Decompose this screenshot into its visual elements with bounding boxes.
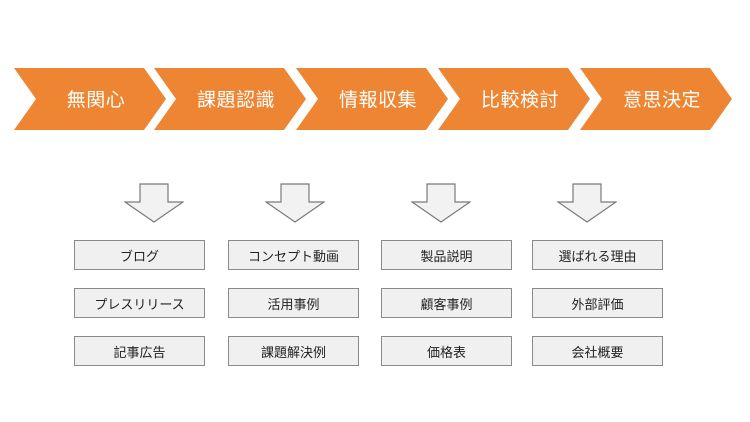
content-box-solution-examples: 課題解決例 — [228, 336, 359, 366]
content-box-reasons-chosen: 選ばれる理由 — [532, 240, 663, 270]
down-arrow-icon — [265, 183, 325, 223]
stage-chevron-1 — [14, 68, 166, 130]
stage-chevron-3 — [296, 68, 448, 130]
content-box-use-cases: 活用事例 — [228, 288, 359, 318]
stage-chevron-5 — [580, 68, 732, 130]
stage-label-1: 無関心 — [66, 88, 126, 111]
content-box-price-list: 価格表 — [381, 336, 512, 366]
content-box-article-ad: 記事広告 — [74, 336, 205, 366]
down-arrow-icon — [411, 183, 471, 223]
stage-label-4: 比較検討 — [480, 88, 559, 111]
content-box-customer-cases: 顧客事例 — [381, 288, 512, 318]
down-arrow-icon — [557, 183, 617, 223]
stage-label-5: 意思決定 — [622, 88, 701, 111]
stage-chevron-2 — [154, 68, 306, 130]
content-box-product-description: 製品説明 — [381, 240, 512, 270]
stage-label-3: 情報収集 — [338, 88, 417, 111]
down-arrow-icon — [124, 183, 184, 223]
stage-chevron-4 — [438, 68, 590, 130]
content-box-press-release: プレスリリース — [74, 288, 205, 318]
content-box-company-overview: 会社概要 — [532, 336, 663, 366]
content-box-concept-video: コンセプト動画 — [228, 240, 359, 270]
content-box-external-reviews: 外部評価 — [532, 288, 663, 318]
content-box-blog: ブログ — [74, 240, 205, 270]
stage-label-2: 課題認識 — [196, 88, 275, 111]
